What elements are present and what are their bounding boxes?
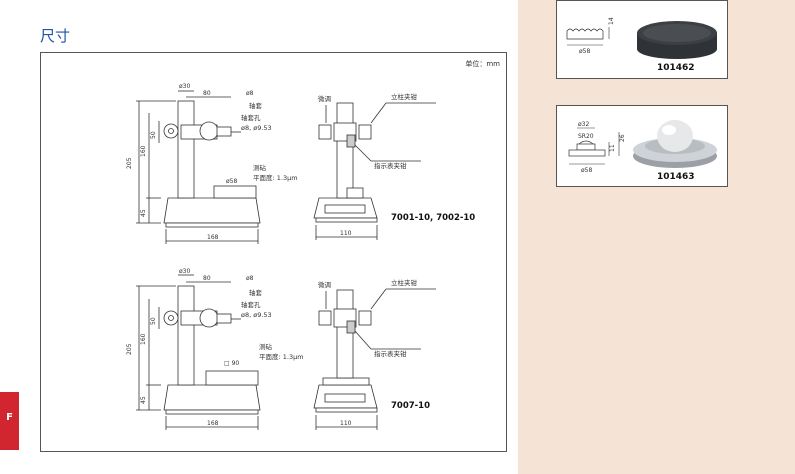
right-panel [518, 0, 795, 474]
callout-top-fine-adj: 微调 [318, 94, 331, 103]
dim-bottom-h45: 45 [140, 396, 147, 404]
callout-top-sleeve: 轴套 [249, 101, 263, 110]
stand-top-front-view [136, 90, 261, 244]
acc1-dim-h14: 14 [608, 17, 615, 25]
acc2-dim-sr20: SR20 [578, 133, 594, 140]
dim-bottom-dia8: ø8 [246, 275, 254, 282]
dimension-drawings: ø30 80 ø8 205 160 50 45 168 ø58 轴套 轴套孔 ø… [126, 83, 475, 430]
dim-top-h160: 160 [140, 145, 147, 157]
section-side-tab: F [0, 392, 19, 450]
accessory-card-101462: 14 ø58 101462 [556, 0, 728, 79]
callout-bottom-bore: 轴套孔 [241, 300, 261, 309]
acc2-dim-h11: 11 [609, 144, 616, 152]
callout-bottom-sleeve: 轴套 [249, 288, 263, 297]
callout-top-bore-dia: ø8, ø9.53 [241, 124, 272, 132]
dimension-drawing-box: 单位：mm [40, 52, 507, 452]
dim-top-dia58: ø58 [226, 178, 237, 185]
acc2-dim-dia58: ø58 [581, 167, 592, 174]
accessory-101462-drawing: 14 ø58 [566, 17, 717, 59]
dim-bottom-h205: 205 [126, 343, 133, 355]
callout-top-anvil: 测砧 [253, 163, 267, 172]
callout-bottom-ind-clamp: 指示表夹钳 [374, 349, 407, 358]
callout-top-post-clamp: 立柱夹钳 [391, 92, 418, 101]
acc2-dim-dia32: ø32 [578, 121, 589, 128]
dim-top-dia8: ø8 [246, 90, 254, 97]
dim-bottom-w110: 110 [340, 420, 352, 427]
dim-bottom-w168: 168 [207, 420, 219, 427]
acc1-dim-dia58: ø58 [579, 48, 590, 55]
dim-top-dia30: ø30 [179, 83, 190, 90]
accessory-code-101462: 101462 [657, 63, 695, 73]
dim-bottom-sq90: □ 90 [224, 360, 239, 367]
model-label-bottom: 7007-10 [391, 401, 430, 411]
callout-bottom-flatness: 平面度: 1.3μm [259, 352, 304, 361]
side-tab-letter: F [6, 412, 13, 423]
dim-top-h205: 205 [126, 157, 133, 169]
dim-bottom-dia30: ø30 [179, 268, 190, 275]
dim-top-w168: 168 [207, 234, 219, 241]
dim-bottom-h50: 50 [150, 317, 157, 325]
accessory-card-101463: ø32 SR20 11 26 ø58 101463 [556, 105, 728, 187]
accessory-code-101463: 101463 [657, 172, 695, 182]
callout-bottom-fine-adj: 微调 [318, 280, 331, 289]
callout-bottom-post-clamp: 立柱夹钳 [391, 278, 418, 287]
callout-bottom-anvil: 测砧 [259, 342, 273, 351]
dim-top-w110: 110 [340, 230, 352, 237]
unit-label: 单位：mm [465, 60, 500, 68]
callout-top-flatness: 平面度: 1.3μm [253, 173, 298, 182]
dim-bottom-h160: 160 [140, 333, 147, 345]
stand-bottom-side-view [313, 288, 436, 430]
dim-top-h45: 45 [140, 209, 147, 217]
callout-top-ind-clamp: 指示表夹钳 [374, 161, 407, 170]
dim-top-h50: 50 [150, 131, 157, 139]
acc2-dim-h26: 26 [619, 134, 626, 142]
dim-top-w80: 80 [203, 90, 211, 97]
section-title: 尺寸 [40, 27, 71, 45]
callout-bottom-bore-dia: ø8, ø9.53 [241, 311, 272, 319]
accessory-101463-drawing: ø32 SR20 11 26 ø58 [568, 120, 717, 174]
dim-bottom-w80: 80 [203, 275, 211, 282]
model-label-top: 7001-10, 7002-10 [391, 213, 475, 223]
stand-top-side-view [313, 102, 436, 240]
stand-bottom-front-view [136, 274, 261, 430]
callout-top-bore: 轴套孔 [241, 113, 261, 122]
